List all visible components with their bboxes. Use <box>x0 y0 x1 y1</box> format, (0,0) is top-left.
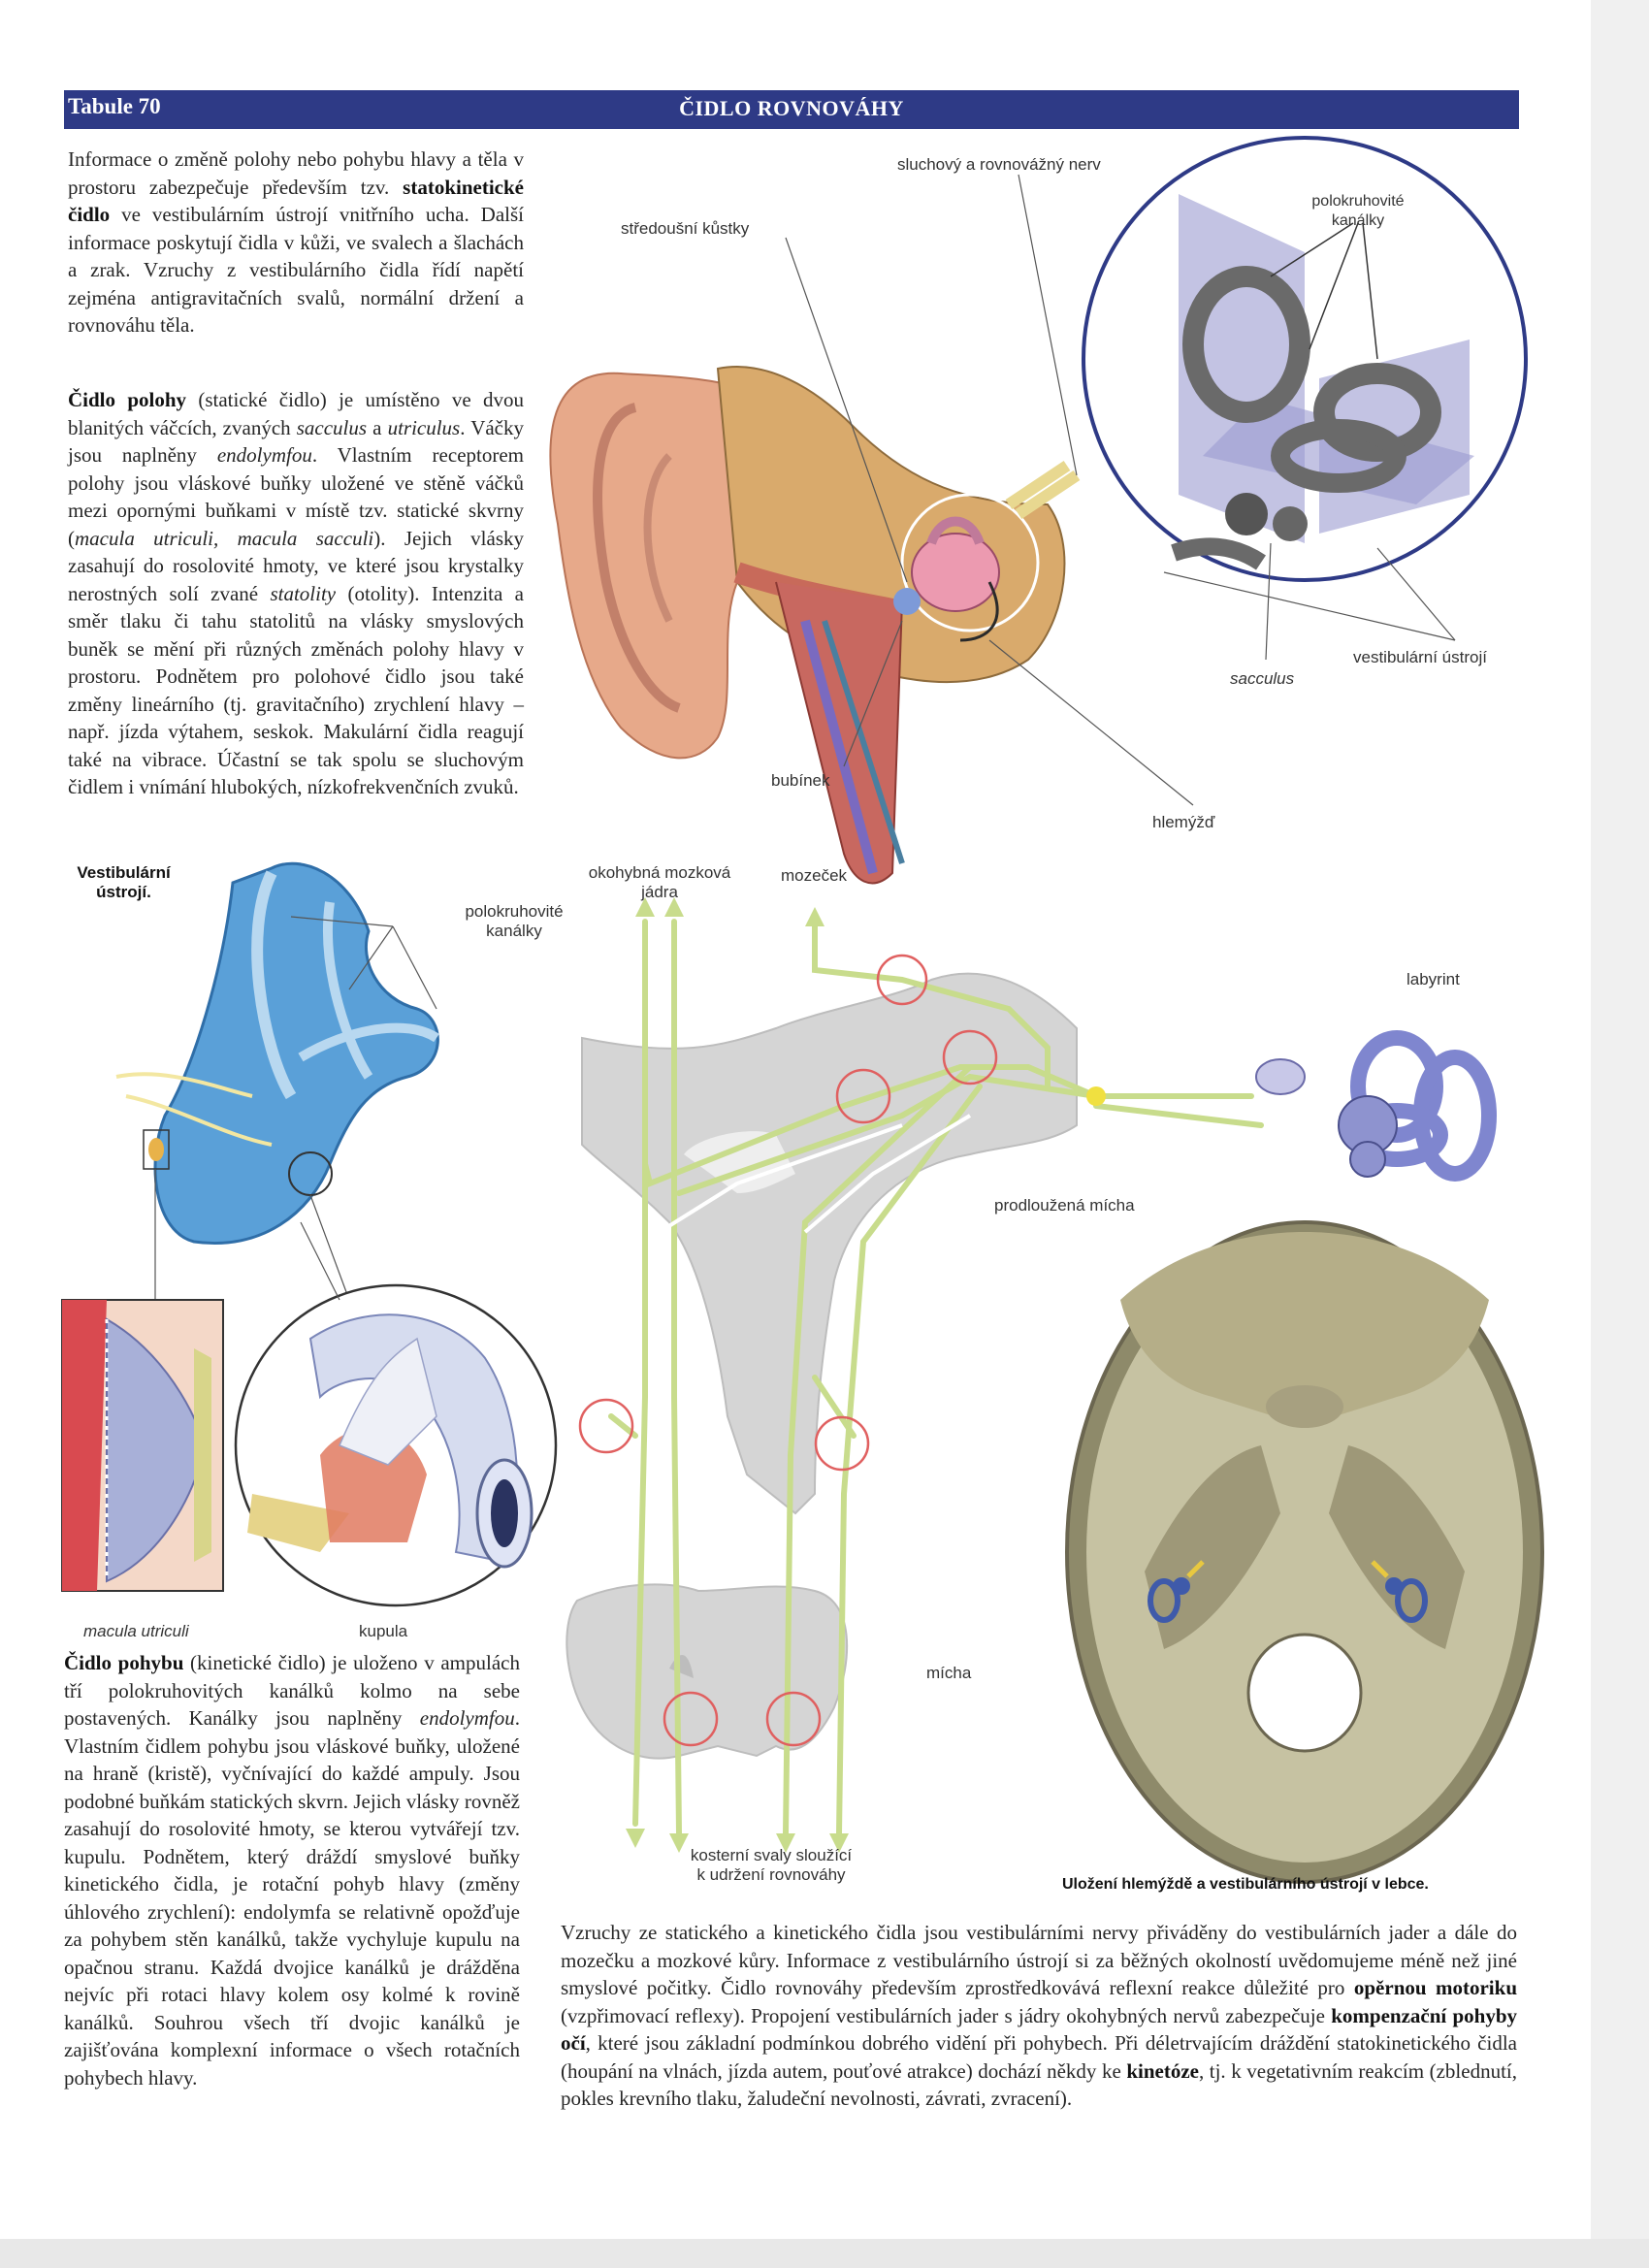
skull-base-illustration <box>1065 1220 1544 1884</box>
ear-leader-lines <box>785 174 1456 806</box>
position-sense-paragraph: Čidlo polohy (statické čidlo) je umístěn… <box>68 388 524 798</box>
label-labyrinth: labyrint <box>1406 970 1460 988</box>
ear-illustration <box>549 366 1081 885</box>
label-vestibular-apparatus: vestibulární ústrojí <box>1353 648 1487 666</box>
label-macula-utriculi: macula utriculi <box>83 1622 189 1640</box>
label-spinal-cord: mícha <box>926 1664 972 1682</box>
skull-caption: Uložení hlemýždě a vestibulárního ústroj… <box>1062 1876 1429 1893</box>
label-sacculus: sacculus <box>1230 669 1295 688</box>
semicircular-canals-zoom <box>1082 136 1528 582</box>
skull-right-labyrinth <box>1371 1560 1428 1623</box>
label-eardrum: bubínek <box>771 771 830 790</box>
plate-number: Tabule 70 <box>68 94 161 118</box>
label-medulla: prodloužená mícha <box>994 1196 1135 1215</box>
label-cerebellum: mozeček <box>781 866 848 885</box>
vestibular-apparatus-figure <box>115 861 439 1301</box>
page-bottom-margin <box>0 2239 1649 2268</box>
header-bar: Tabule 70 ČIDLO ROVNOVÁHY <box>64 90 1519 129</box>
page-right-margin <box>1591 0 1649 2268</box>
skull-left-labyrinth <box>1148 1560 1205 1623</box>
label-cochlea: hlemýžď <box>1152 813 1215 831</box>
label-auditory-nerve: sluchový a rovnovážný nerv <box>897 155 1101 174</box>
page-title: ČIDLO ROVNOVÁHY <box>679 96 904 120</box>
label-ossicles: středoušní kůstky <box>621 219 750 238</box>
reflex-paragraph: Vzruchy ze statického a kinetického čidl… <box>561 1921 1518 2110</box>
ampulla-cupula-detail <box>234 1221 558 1607</box>
intro-paragraph: Informace o změně polohy nebo pohybu hla… <box>68 147 524 337</box>
vestibular-pathway-diagram <box>566 897 1497 1853</box>
macula-utriculi-detail <box>61 1299 224 1592</box>
label-cupula: kupula <box>359 1622 408 1640</box>
motion-sense-paragraph: Čidlo pohybu (kinetické čidlo) je uložen… <box>64 1651 520 2090</box>
